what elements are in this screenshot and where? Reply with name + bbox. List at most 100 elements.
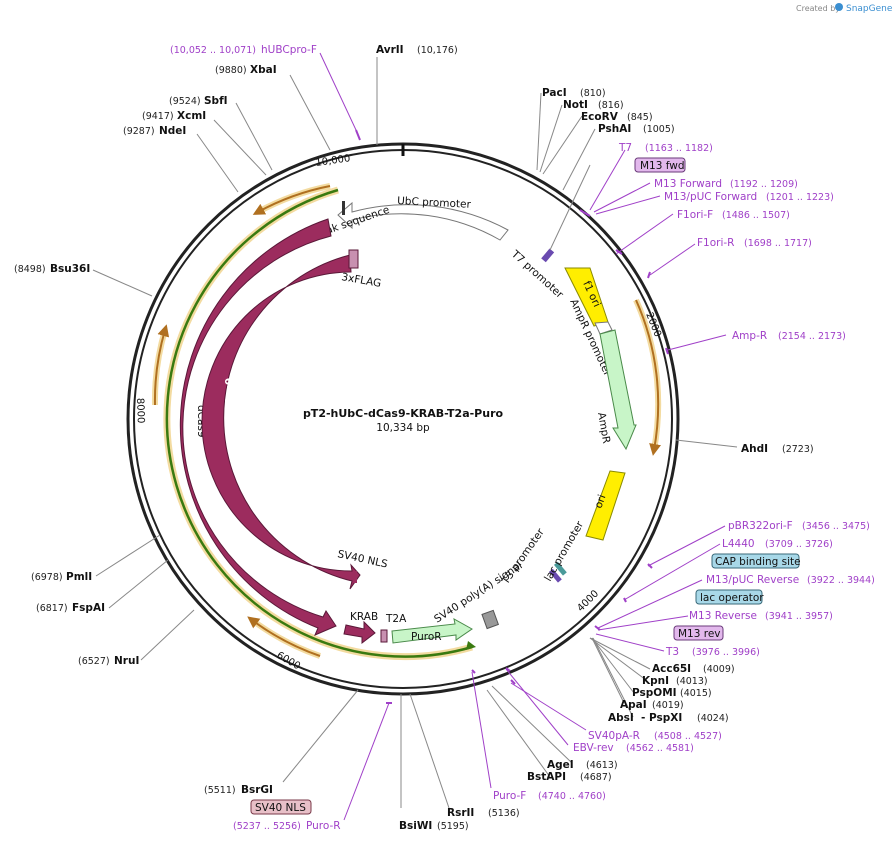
site-nrui-name: NruI [114, 655, 139, 667]
primer-m13-forward[interactable]: M13 Forward (1192 .. 1209) [654, 178, 798, 190]
primer-puro-f-name: Puro-F [493, 790, 526, 802]
primer-l4440[interactable]: L4440 (3709 .. 3726) [722, 538, 833, 550]
site-pmli[interactable]: (6978) PmlI [31, 571, 92, 583]
site-kpni[interactable]: KpnI (4013) [642, 675, 708, 687]
feature-3xflag[interactable] [348, 249, 359, 269]
site-absi[interactable]: AbsI - PspXI (4024) [608, 712, 729, 724]
label-puror: PuroR [411, 631, 442, 643]
label-ampr: AmpR [595, 411, 612, 444]
site-bsrgi[interactable]: (5511) BsrGI [204, 784, 273, 796]
primer-ebv-rev-pos: (4562 .. 4581) [626, 743, 694, 754]
feature-dcas9[interactable] [179, 218, 337, 636]
box-sv40-nls[interactable]: SV40 NLS [250, 799, 312, 815]
primer-puro-f-pos: (4740 .. 4760) [538, 791, 606, 802]
site-bsiwi-pos: (5195) [437, 821, 469, 832]
primer-f1ori-r-pos: (1698 .. 1717) [744, 238, 812, 249]
tick-4000: 4000 [575, 588, 601, 614]
primer-m13-forward-pos: (1192 .. 1209) [730, 179, 798, 190]
primer-f1ori-f[interactable]: F1ori-F (1486 .. 1507) [677, 209, 790, 221]
site-rsrii-name: RsrII [447, 807, 474, 819]
box-m13-rev[interactable]: M13 rev [673, 625, 724, 641]
primer-m13-reverse-name: M13 Reverse [689, 610, 757, 622]
site-bsu36i[interactable]: (8498) Bsu36I [14, 263, 90, 275]
primer-sv40pa-r[interactable]: SV40pA-R (4508 .. 4527) [588, 730, 722, 742]
primer-m13-puc-forward[interactable]: M13/pUC Forward (1201 .. 1223) [664, 191, 834, 203]
primer-m13-reverse-pos: (3941 .. 3957) [765, 611, 833, 622]
site-agei-pos: (4613) [586, 760, 618, 771]
site-xbai-pos: (9880) [215, 65, 247, 76]
feature-ubc-promoter[interactable] [337, 201, 509, 241]
plasmid-size: 10,334 bp [376, 422, 430, 434]
feature-sv40-nls-inner[interactable] [353, 571, 357, 583]
primer-t3[interactable]: T3 (3976 .. 3996) [665, 646, 760, 658]
primer-m13-puc-reverse-name: M13/pUC Reverse [706, 574, 799, 586]
primer-hubcpro-f-pos: (10,052 .. 10,071) [170, 45, 256, 56]
site-pspomi[interactable]: PspOMI (4015) [632, 687, 712, 699]
feature-ori[interactable] [585, 470, 626, 541]
feature-kozak-marker[interactable] [342, 201, 345, 215]
box-lac-operator[interactable]: lac operator [695, 589, 764, 605]
site-ecorv[interactable]: EcoRV (845) [581, 111, 653, 123]
site-xbai-name: XbaI [250, 64, 277, 76]
site-noti[interactable]: NotI (816) [563, 99, 624, 111]
feature-cas9[interactable] [201, 254, 361, 590]
primer-f1ori-r-name: F1ori-R [697, 237, 734, 249]
primer-m13-reverse[interactable]: M13 Reverse (3941 .. 3957) [689, 610, 833, 622]
primer-puro-f[interactable]: Puro-F (4740 .. 4760) [493, 790, 606, 802]
branding-created-by: Created by [796, 4, 840, 13]
primer-amp-r-pos: (2154 .. 2173) [778, 331, 846, 342]
box-cap-binding-site[interactable]: CAP binding site [711, 553, 801, 569]
site-sbfi[interactable]: (9524) SbfI [169, 95, 228, 107]
site-agei[interactable]: AgeI (4613) [547, 759, 618, 771]
site-apai[interactable]: ApaI (4019) [620, 699, 684, 711]
feature-ampr[interactable] [599, 329, 637, 451]
backbone [126, 142, 680, 696]
site-fspai[interactable]: (6817) FspAI [36, 602, 105, 614]
feature-krab[interactable] [343, 620, 376, 645]
feature-ampr-promoter[interactable] [594, 321, 613, 335]
site-bsiwi[interactable]: BsiWI (5195) [399, 820, 469, 832]
site-rsrii[interactable]: RsrII (5136) [447, 807, 520, 819]
feature-sv40-polya[interactable] [481, 609, 500, 630]
site-paci-name: PacI [542, 87, 567, 99]
primer-f1ori-r[interactable]: F1ori-R (1698 .. 1717) [697, 237, 812, 249]
site-pshai[interactable]: PshAI (1005) [598, 123, 675, 135]
feature-t3-promoter[interactable] [548, 568, 562, 583]
box-m13-fwd[interactable]: M13 fwd [634, 157, 686, 173]
primer-m13-puc-reverse-pos: (3922 .. 3944) [807, 575, 875, 586]
site-acc65i[interactable]: Acc65I (4009) [652, 663, 735, 675]
primer-ebv-rev[interactable]: EBV-rev (4562 .. 4581) [573, 742, 694, 754]
site-ahdi-name: AhdI [741, 443, 768, 455]
primer-puro-r[interactable]: (5237 .. 5256) Puro-R [233, 820, 341, 832]
primer-marks [355, 129, 669, 704]
feature-puror[interactable] [391, 618, 473, 644]
primer-l4440-pos: (3709 .. 3726) [765, 539, 833, 550]
plasmid-name: pT2-hUbC-dCas9-KRAB-T2a-Puro [303, 407, 504, 420]
primer-m13-puc-reverse[interactable]: M13/pUC Reverse (3922 .. 3944) [706, 574, 875, 586]
primer-pbr322ori-f[interactable]: pBR322ori-F (3456 .. 3475) [728, 520, 870, 532]
site-ahdi[interactable]: AhdI (2723) [741, 443, 814, 455]
feature-t7-promoter[interactable] [541, 248, 555, 263]
site-xbai[interactable]: (9880) XbaI [215, 64, 277, 76]
primer-hubcpro-f[interactable]: (10,052 .. 10,071) hUBCpro-F [170, 44, 317, 56]
site-absi-pos: (4024) [697, 713, 729, 724]
tick-10000: 10,000 [315, 153, 351, 169]
label-ori: ori [593, 493, 609, 510]
site-acc65i-name: Acc65I [652, 663, 691, 675]
feature-lac-promoter[interactable] [553, 561, 567, 576]
site-kpni-name: KpnI [642, 675, 669, 687]
primer-m13-puc-forward-pos: (1201 .. 1223) [766, 192, 834, 203]
site-ndei[interactable]: (9287) NdeI [123, 125, 186, 137]
feature-t2a[interactable] [380, 629, 388, 643]
primer-t7[interactable]: T7 (1163 .. 1182) [618, 142, 713, 154]
snapgene-logo-icon [835, 3, 843, 11]
site-bstapi-pos: (4687) [580, 772, 612, 783]
primer-amp-r[interactable]: Amp-R (2154 .. 2173) [732, 330, 846, 342]
site-xcmi[interactable]: (9417) XcmI [142, 110, 206, 122]
site-nrui[interactable]: (6527) NruI [78, 655, 139, 667]
box-cap-binding-site-label: CAP binding site [715, 556, 801, 568]
site-bstapi[interactable]: BstAPI (4687) [527, 771, 612, 783]
site-paci[interactable]: PacI (810) [542, 87, 606, 99]
site-avrii[interactable]: AvrII (10,176) [376, 44, 458, 56]
